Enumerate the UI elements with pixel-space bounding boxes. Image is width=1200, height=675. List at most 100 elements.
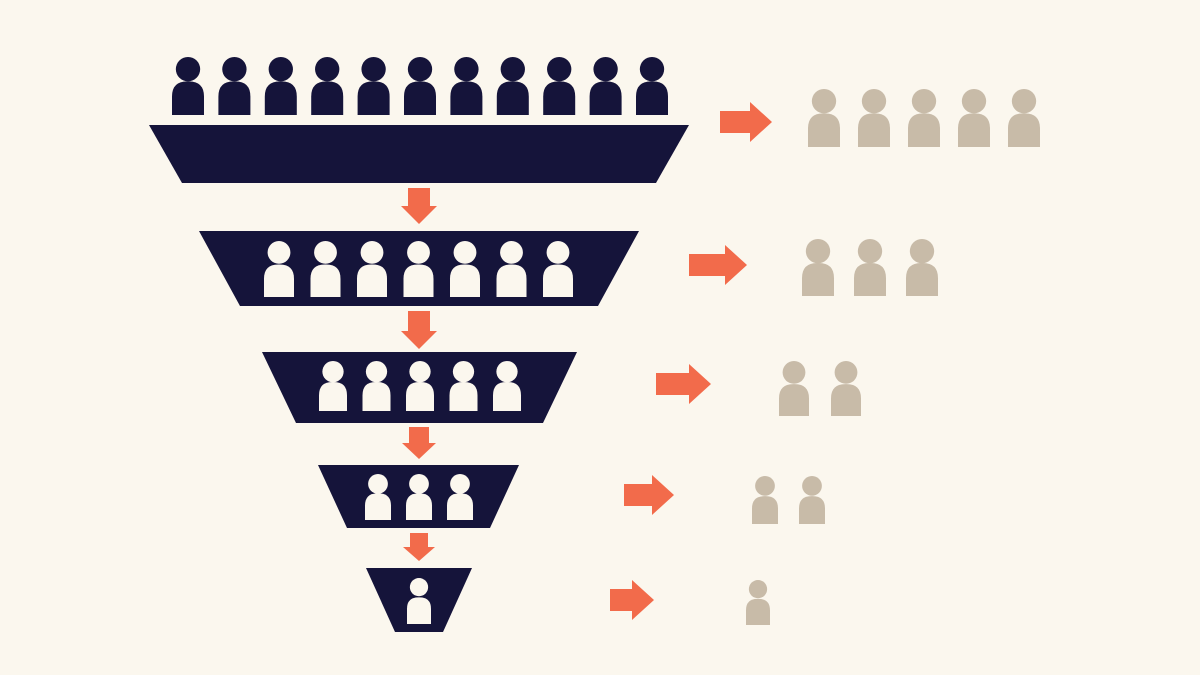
person-head <box>175 57 201 82</box>
person-head <box>496 361 518 383</box>
person-head <box>811 89 837 114</box>
person-head <box>639 57 665 82</box>
person-head <box>802 476 822 496</box>
person-icon <box>406 474 432 520</box>
person-icon <box>311 57 344 115</box>
dropped-people <box>610 89 1040 625</box>
person-body <box>636 81 668 115</box>
arrow-down-icon <box>401 188 437 224</box>
person-icon <box>450 241 480 297</box>
person-head <box>546 241 570 264</box>
person-icon <box>1008 89 1040 147</box>
dropped-row-3 <box>656 361 861 416</box>
dropped-row-5 <box>610 580 770 625</box>
person-head <box>267 241 291 264</box>
person-body <box>407 597 431 624</box>
person-head <box>911 89 937 114</box>
funnel-stages <box>149 125 689 632</box>
person-icon <box>496 57 529 115</box>
person-head <box>782 361 806 384</box>
person-head <box>315 57 340 82</box>
person-icon <box>447 474 473 520</box>
person-body <box>906 262 938 296</box>
person-head <box>268 57 293 82</box>
person-body <box>543 81 576 115</box>
person-body <box>218 81 251 115</box>
person-icon <box>319 361 347 411</box>
person-body <box>799 496 825 524</box>
person-head <box>407 57 433 82</box>
person-head <box>409 361 431 383</box>
person-icon <box>264 241 294 297</box>
person-head <box>961 89 987 114</box>
person-icon <box>403 241 434 297</box>
person-icon <box>543 57 576 115</box>
funnel-stage-1 <box>149 125 689 183</box>
person-icon <box>779 361 809 416</box>
person-head <box>361 57 386 82</box>
person-body <box>310 264 341 297</box>
person-body <box>858 113 890 147</box>
person-head <box>407 241 430 264</box>
person-body <box>802 262 834 296</box>
person-head <box>857 239 883 264</box>
person-body <box>447 493 473 520</box>
person-body <box>493 382 521 411</box>
person-head <box>1011 89 1037 114</box>
person-icon <box>450 57 483 115</box>
person-body <box>958 113 990 147</box>
person-body <box>264 81 297 115</box>
person-head <box>861 89 887 114</box>
person-head <box>314 241 337 264</box>
person-head <box>805 239 831 264</box>
person-head <box>368 474 388 494</box>
dropped-row-1 <box>720 89 1040 147</box>
funnel-segment <box>149 125 689 183</box>
person-body <box>357 81 390 115</box>
person-body <box>496 264 527 297</box>
person-body <box>362 382 391 411</box>
person-icon <box>264 57 297 115</box>
person-body <box>406 382 434 411</box>
arrow-down-icon <box>402 427 436 459</box>
person-icon <box>496 241 527 297</box>
person-body <box>543 264 573 297</box>
person-head <box>450 474 470 494</box>
funnel-stage-3 <box>262 352 577 423</box>
person-head <box>322 361 344 383</box>
person-head <box>500 57 525 82</box>
arrow-down-icon <box>401 311 437 349</box>
arrow-right-icon <box>689 245 747 285</box>
arrow-right-icon <box>656 364 711 404</box>
person-icon <box>310 241 341 297</box>
person-body <box>746 598 770 625</box>
person-body <box>908 113 940 147</box>
person-icon <box>831 361 861 416</box>
person-icon <box>172 57 204 115</box>
person-head <box>500 241 523 264</box>
person-icon <box>406 361 434 411</box>
person-head <box>360 241 384 264</box>
person-icon <box>404 57 436 115</box>
person-body <box>752 496 778 524</box>
person-body <box>779 384 809 416</box>
person-icon <box>407 578 431 624</box>
person-icon <box>589 57 622 115</box>
flow-arrows <box>401 188 437 561</box>
person-icon <box>493 361 521 411</box>
person-icon <box>858 89 890 147</box>
person-head <box>365 361 388 383</box>
funnel-stage-4 <box>318 465 519 528</box>
person-body <box>357 264 387 297</box>
person-body <box>264 264 294 297</box>
person-icon <box>543 241 573 297</box>
person-icon <box>906 239 938 296</box>
person-body <box>496 81 529 115</box>
person-body <box>449 382 478 411</box>
person-body <box>1008 113 1040 147</box>
person-head <box>748 580 768 599</box>
person-icon <box>908 89 940 147</box>
person-icon <box>799 476 825 524</box>
funnel-stage-5 <box>366 568 472 632</box>
